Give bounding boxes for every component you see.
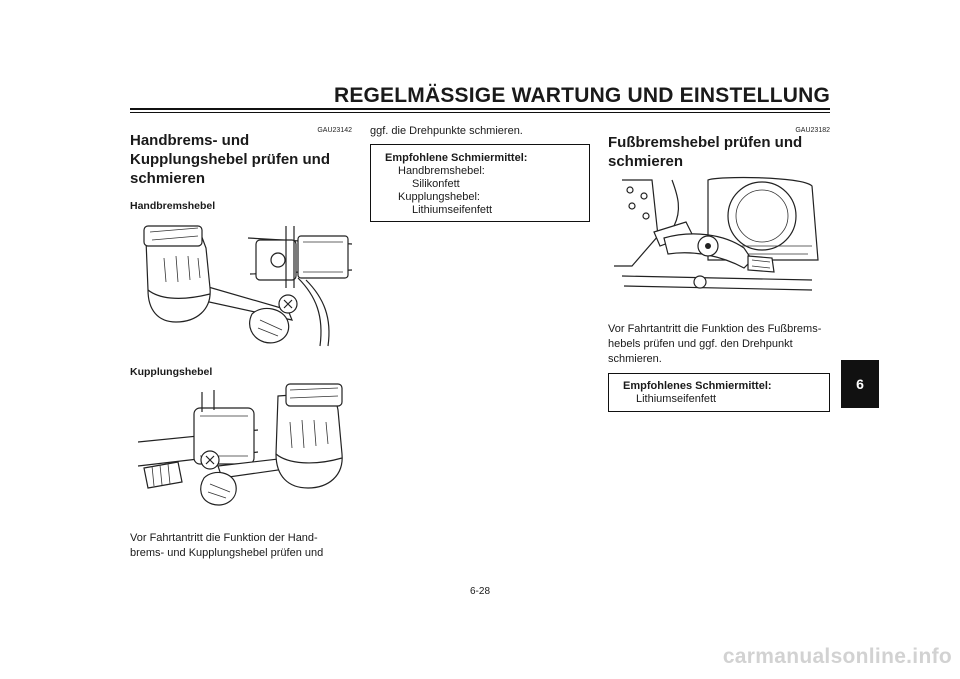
page-number: 6-28 — [469, 586, 490, 597]
heading-line: schmieren — [608, 153, 684, 170]
section-heading-left: Handbrems- und Kupplungshebel prüfen und… — [130, 131, 360, 188]
lubricant-box-title: Empfohlenes Schmiermittel: — [623, 380, 772, 392]
heading-line: Kupplungshebel prüfen und — [130, 151, 330, 168]
heading-line: schmieren — [130, 170, 206, 187]
lubricant-box-pedal: Empfohlenes Schmiermittel: Lithiumseifen… — [608, 373, 830, 412]
lubricant-value-brake: Silikonfett — [412, 178, 460, 190]
chapter-tab: 6 — [841, 360, 879, 408]
body-line: brems- und Kupplungshebel prüfen und — [130, 547, 324, 559]
section-code-right: GAU23182 — [795, 127, 830, 134]
heading-line: Fußbremshebel prüfen und — [608, 134, 803, 151]
body-text-left: Vor Fahrtantritt die Funktion der Hand- … — [130, 531, 352, 561]
section-heading-right: Fußbremshebel prüfen und schmieren — [608, 133, 830, 171]
body-text-right: Vor Fahrtantritt die Funktion des Fußbre… — [608, 322, 830, 367]
section-code-left: GAU23142 — [317, 127, 352, 134]
lubricant-box-levers: Empfohlene Schmiermittel: Handbremshebel… — [370, 144, 590, 222]
lubricant-label-brake: Handbremshebel: — [398, 165, 485, 177]
body-line: Vor Fahrtantritt die Funktion der Hand- — [130, 532, 318, 544]
lubricant-value-pedal: Lithiumseifenfett — [636, 393, 717, 405]
header-rule — [130, 108, 830, 110]
watermark: carmanualsonline.info — [722, 645, 952, 668]
lubricant-box-title: Empfohlene Schmiermittel: — [385, 152, 528, 164]
header-rule-thin — [130, 112, 830, 113]
lubricant-value-clutch: Lithiumseifenfett — [412, 204, 493, 216]
body-line: hebels prüfen und ggf. den Drehpunkt — [608, 338, 793, 350]
body-line: schmieren. — [608, 353, 662, 365]
foot-brake-pedal-illustration — [614, 176, 819, 291]
subheading-kupplungshebel: Kupplungshebel — [130, 366, 213, 378]
brake-lever-illustration — [143, 225, 352, 347]
page-title: REGELMÄSSIGE WARTUNG UND EINSTELLUNG — [333, 84, 830, 107]
heading-line: Handbrems- und — [130, 132, 250, 149]
continuation-text: ggf. die Drehpunkte schmieren. — [370, 125, 523, 137]
body-line: Vor Fahrtantritt die Funktion des Fußbre… — [608, 323, 822, 335]
subheading-handbremshebel: Handbremshebel — [130, 200, 216, 212]
lubricant-label-clutch: Kupplungshebel: — [398, 191, 480, 203]
clutch-lever-illustration — [138, 383, 343, 506]
